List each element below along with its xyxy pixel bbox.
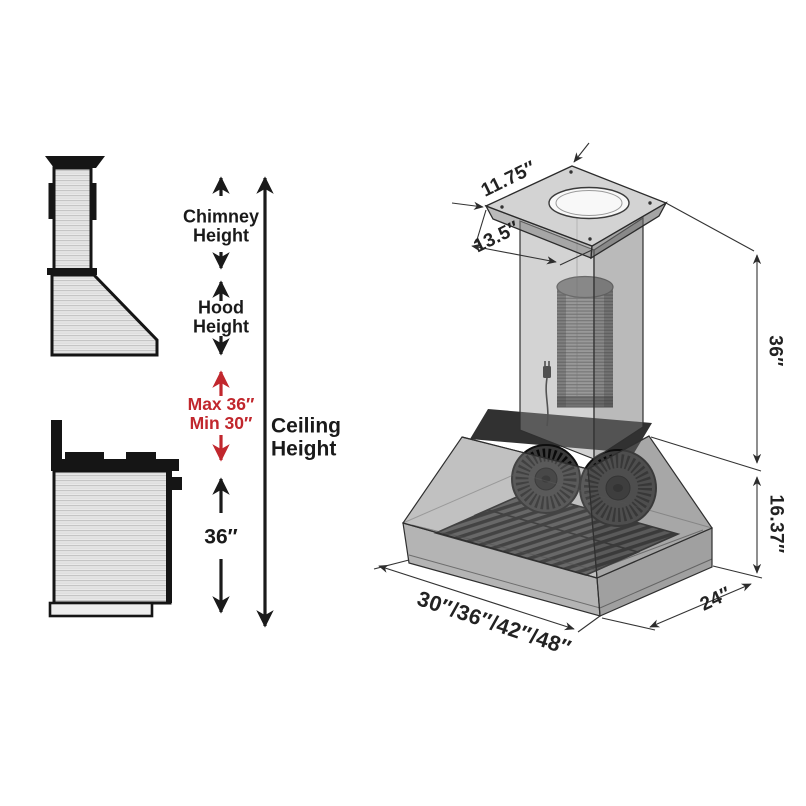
clearance-label: Max 36″ Min 30″ bbox=[188, 395, 255, 433]
iso-chimney bbox=[519, 190, 644, 461]
hood-top-bar bbox=[47, 268, 97, 275]
hood-height-label: Hood Height bbox=[193, 297, 249, 337]
range-body bbox=[52, 469, 172, 605]
range-base bbox=[48, 601, 154, 618]
hood-bracket-right bbox=[92, 183, 97, 220]
hood-chimney-cap bbox=[45, 156, 105, 168]
hood-chimney bbox=[52, 166, 93, 275]
range-knob-right bbox=[126, 452, 156, 460]
range-backguard bbox=[51, 420, 62, 467]
iso-mounting-plate bbox=[484, 165, 668, 260]
range-right-edge bbox=[166, 471, 172, 603]
dim-hood-body-height: 16.37″ bbox=[765, 494, 787, 554]
ceiling-height-label: Ceiling Height bbox=[271, 414, 342, 460]
hood-side-view-drawing bbox=[45, 156, 159, 357]
clearance-min: Min 30″ bbox=[189, 413, 253, 433]
hood-body bbox=[50, 273, 159, 357]
range-knob-left bbox=[65, 452, 104, 460]
power-plug-icon bbox=[543, 366, 551, 378]
iso-pyramid-body bbox=[402, 435, 713, 579]
clearance-max: Max 36″ bbox=[187, 394, 255, 415]
chimney-height-label: Chimney Height bbox=[182, 206, 260, 246]
iso-blower-left bbox=[511, 444, 581, 514]
hood-bracket-left bbox=[48, 183, 53, 219]
iso-dimension-lines bbox=[373, 142, 763, 633]
range-side-view-drawing bbox=[48, 420, 182, 618]
dim-chimney-height: 36″ bbox=[764, 335, 786, 367]
range-handle bbox=[172, 477, 182, 490]
measurement-arrows bbox=[212, 176, 274, 628]
range-to-floor-label: 36″ bbox=[204, 525, 238, 549]
range-cooktop-band bbox=[51, 459, 179, 471]
iso-hood-render bbox=[373, 142, 763, 633]
duct-hole bbox=[548, 186, 630, 220]
